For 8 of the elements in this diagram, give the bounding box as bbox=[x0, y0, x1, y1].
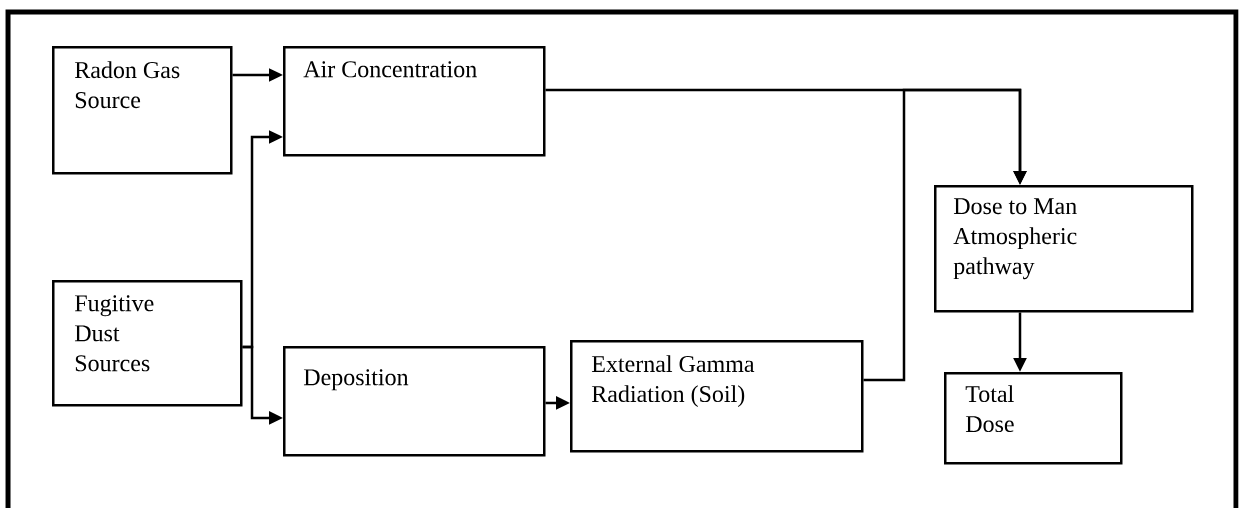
process-box: Total Dose bbox=[944, 372, 1123, 465]
process-box: Fugitive Dust Sources bbox=[52, 280, 243, 407]
process-box: Deposition bbox=[283, 346, 546, 457]
process-box: Radon Gas Source bbox=[52, 46, 233, 175]
arrow bbox=[863, 88, 1027, 382]
process-box: External Gamma Radiation (Soil) bbox=[570, 340, 864, 453]
process-box: Air Concentration bbox=[283, 46, 546, 157]
process-box: Dose to Man Atmospheric pathway bbox=[934, 185, 1194, 313]
